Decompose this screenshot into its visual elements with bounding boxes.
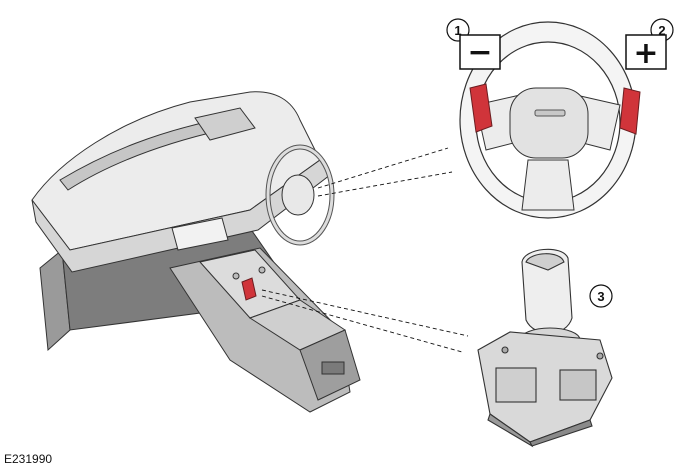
- plus-symbol-box: [625, 34, 667, 70]
- callout-3-circle: [589, 284, 613, 308]
- gear-selector-detail: [477, 248, 613, 448]
- plus-symbol: +: [633, 36, 658, 71]
- minus-symbol: −: [467, 35, 492, 70]
- callout-2-number: 2: [658, 23, 665, 38]
- callout-1-number: 1: [454, 23, 461, 38]
- dashboard-illustration: [31, 91, 361, 413]
- steering-wheel-detail: [459, 21, 641, 219]
- left-paddle-shift: [469, 83, 493, 133]
- leader-lines: [261, 147, 469, 353]
- callout-1: 1 −: [446, 18, 501, 70]
- callout-3-number: 3: [597, 289, 604, 304]
- minus-symbol-box: [459, 34, 501, 70]
- figure-id: E231990: [4, 452, 53, 466]
- callout-3: 3: [589, 284, 613, 308]
- callout-2: 2 +: [625, 18, 674, 71]
- right-paddle-shift: [619, 87, 641, 135]
